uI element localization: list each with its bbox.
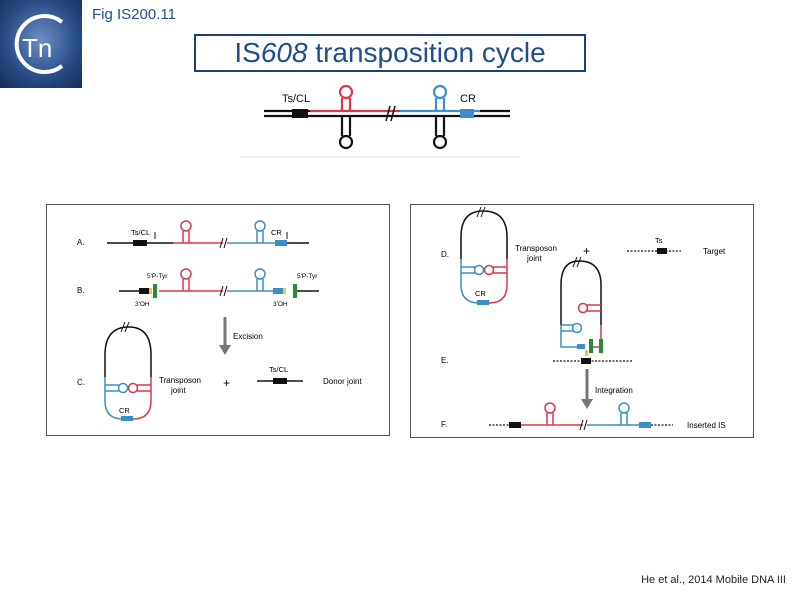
inserted-label: Inserted IS	[687, 421, 726, 430]
d-joint-label: joint	[526, 254, 542, 263]
citation: He et al., 2014 Mobile DNA III	[641, 574, 786, 586]
excision-label: Excision	[233, 332, 263, 341]
top-right-label: CR	[460, 93, 476, 105]
label-d: D.	[441, 250, 449, 259]
label-c: C.	[77, 378, 85, 387]
logo-text: Tn	[22, 33, 52, 63]
c-joint-label: joint	[170, 386, 186, 395]
d-transposon-label: Transposon	[515, 244, 557, 253]
a-right-label: CR	[271, 228, 282, 237]
b-3oh-right: 3'OH	[273, 301, 288, 308]
title-italic: 608	[260, 37, 308, 68]
c-plus: +	[223, 376, 230, 390]
figure-label: Fig IS200.11	[92, 6, 176, 23]
title-suffix: transposition cycle	[307, 37, 546, 68]
c-cr-label: CR	[119, 406, 130, 415]
integration-label: Integration	[595, 386, 633, 395]
c-transposon-label: Transposon	[159, 376, 201, 385]
donor-joint-label: Donor joint	[323, 377, 362, 386]
target-label: Target	[703, 247, 726, 256]
donor-label: Ts/CL	[269, 365, 288, 374]
tn-logo: Tn	[0, 0, 82, 88]
d-cr-label: CR	[475, 289, 486, 298]
b-3oh-left: 3'OH	[135, 301, 150, 308]
panel-right: D. CR Transposon joint + Ts Target E.	[410, 204, 754, 438]
a-left-label: Ts/CL	[131, 228, 150, 237]
panel-left: A. Ts/CL CR B. 5'P-Tyr 3'OH	[46, 204, 390, 436]
b-5p-right: 5'P-Tyr	[297, 273, 318, 280]
label-e: E.	[441, 356, 449, 365]
target-ts-label: Ts	[655, 236, 663, 245]
d-plus: +	[583, 244, 590, 258]
b-5p-left: 5'P-Tyr	[147, 273, 168, 280]
label-b: B.	[77, 286, 85, 295]
label-f: F.	[441, 420, 447, 429]
top-schematic: Ts/CL CR	[240, 80, 520, 158]
top-left-label: Ts/CL	[282, 93, 310, 105]
title-prefix: IS	[234, 37, 261, 68]
label-a: A.	[77, 238, 85, 247]
